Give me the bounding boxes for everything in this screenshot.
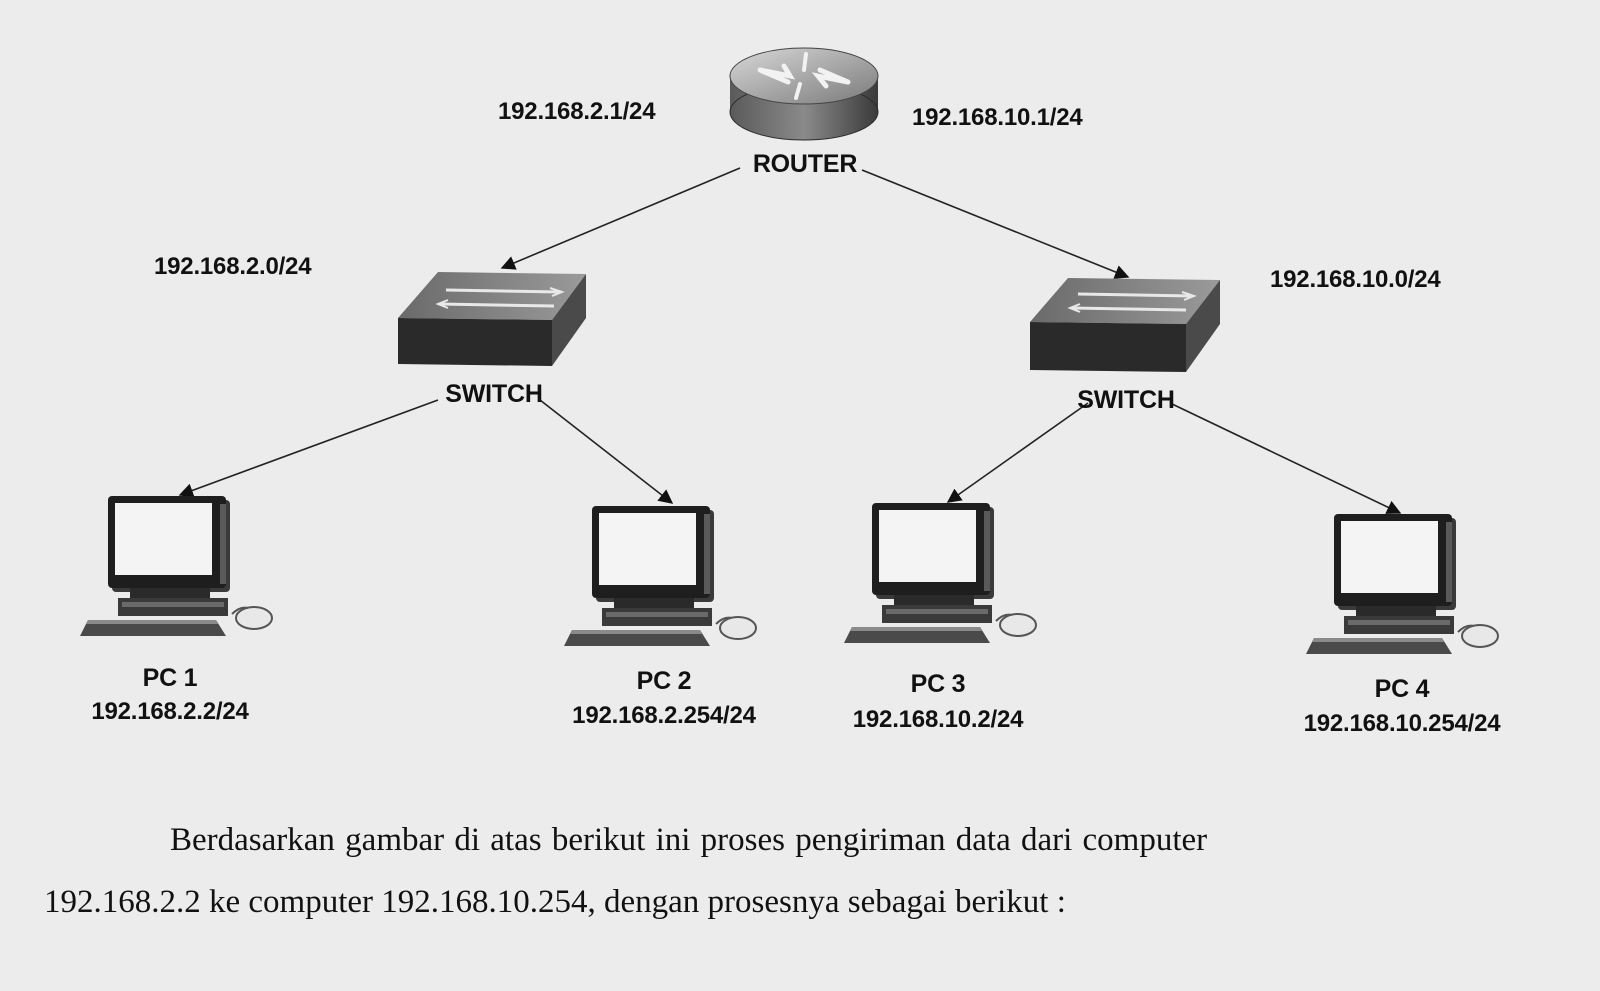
link-switch1-pc2 (539, 399, 674, 504)
pc-2-ip: 192.168.2.254/24 (572, 702, 756, 729)
router-label: ROUTER (752, 150, 858, 178)
switch-2-network: 192.168.10.0/24 (1270, 266, 1441, 293)
pc-1-name: PC 1 (142, 664, 198, 692)
pc-1-ip: 192.168.2.2/24 (91, 698, 249, 725)
pc-3-name: PC 3 (910, 670, 966, 698)
link-switch1-pc1 (178, 399, 439, 498)
switch-icon-2 (1030, 278, 1220, 372)
switch-2-label: SWITCH (1077, 386, 1175, 414)
switch-icon-1 (398, 272, 586, 366)
pc-3-ip: 192.168.10.2/24 (852, 706, 1024, 733)
link-switch2-pc3 (946, 402, 1089, 503)
router-icon (729, 47, 879, 141)
caption-line-2: 192.168.2.2 ke computer 192.168.10.254, … (44, 884, 1066, 920)
switch-1-label: SWITCH (445, 380, 543, 408)
caption-line-1: Berdasarkan gambar di atas berikut ini p… (170, 822, 1208, 858)
pc-4-name: PC 4 (1374, 675, 1430, 703)
switch-1-network: 192.168.2.0/24 (154, 253, 312, 280)
link-router-switch2 (861, 169, 1130, 279)
pc-4-ip: 192.168.10.254/24 (1303, 710, 1501, 737)
pc-icon-3 (843, 502, 1037, 644)
link-router-switch1 (500, 167, 741, 270)
router-interface-ip-left: 192.168.2.1/24 (498, 98, 656, 125)
pc-icon-2 (563, 505, 757, 647)
router-interface-ip-right: 192.168.10.1/24 (912, 104, 1083, 131)
pc-icon-4 (1305, 513, 1499, 655)
pc-2-name: PC 2 (636, 667, 692, 695)
link-switch2-pc4 (1169, 402, 1402, 514)
pc-icon-1 (79, 495, 273, 637)
